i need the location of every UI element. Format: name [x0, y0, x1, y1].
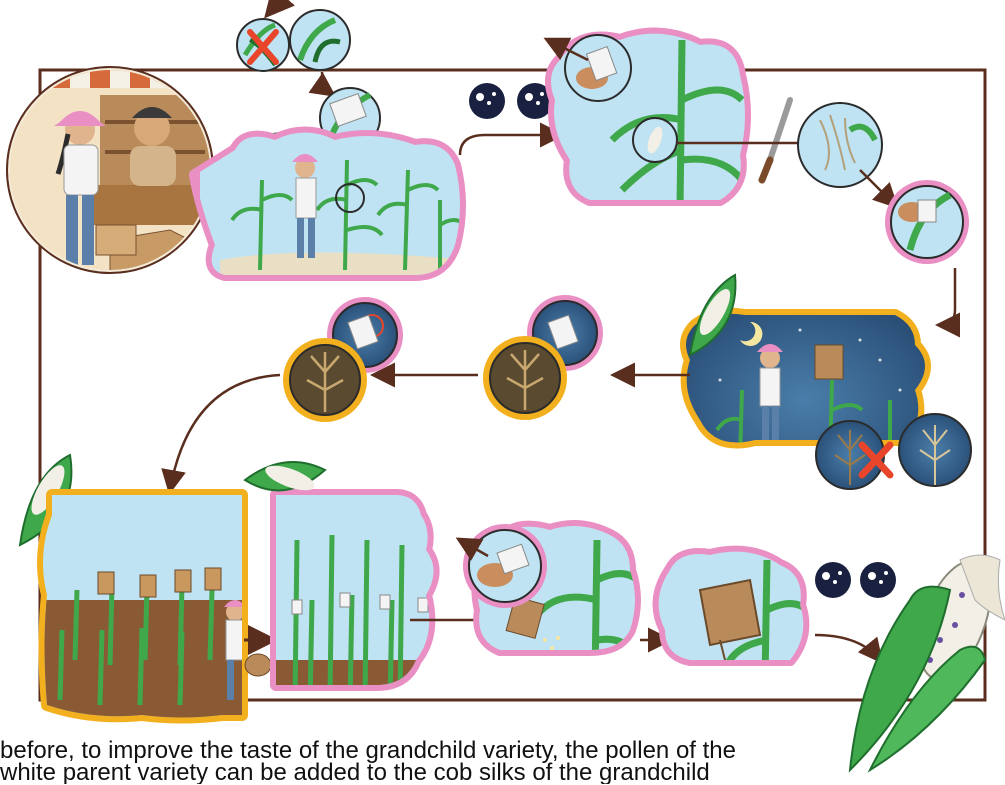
night-bagging-scene — [670, 275, 971, 500]
pollen-bag-scene — [460, 520, 650, 700]
grandchild-field-bags — [40, 490, 250, 720]
market-scene — [0, 60, 220, 290]
seed-boxes — [96, 225, 210, 290]
bagging-scene — [540, 30, 760, 210]
paper-bag-icon — [815, 345, 843, 379]
arrow-to-panel2 — [460, 135, 560, 155]
night-moon-icon — [815, 562, 896, 598]
top-detail-circles — [237, 0, 380, 148]
hand-bag-detail-circle — [885, 180, 969, 264]
paper-bag-icon — [245, 654, 271, 676]
field-pollination-scene — [195, 120, 500, 290]
night-moon-icon — [469, 83, 553, 119]
tassel-pair-left — [283, 297, 403, 422]
arrow-to-final-cob — [815, 635, 880, 660]
caption-text: before, to improve the taste of the gran… — [0, 740, 840, 784]
knife-icon — [762, 100, 790, 180]
silk-detail-circle — [798, 103, 882, 187]
bag-on-ear-scene — [650, 550, 820, 690]
grandchild-field-tags — [245, 461, 440, 720]
tassel-pair-right — [483, 295, 603, 420]
